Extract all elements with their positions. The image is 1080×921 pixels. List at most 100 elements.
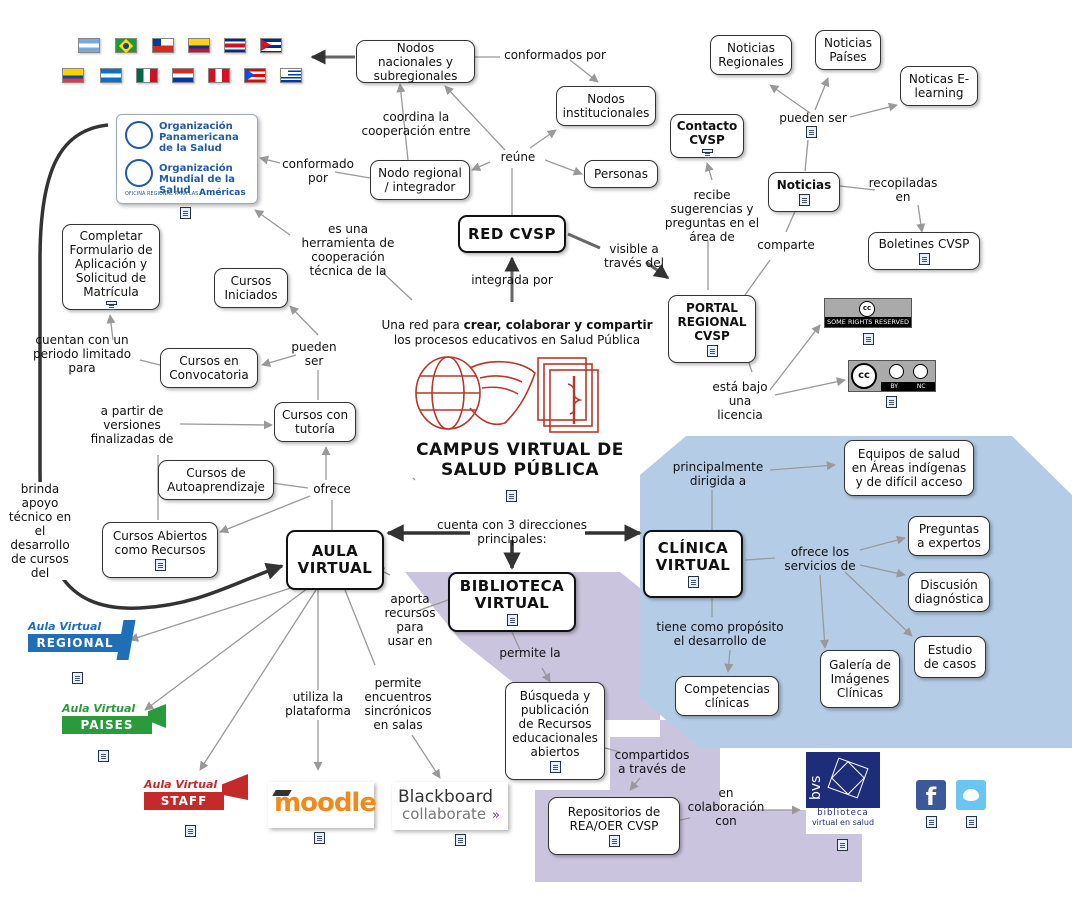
document-icon[interactable] bbox=[180, 207, 191, 219]
node-personas[interactable]: Personas bbox=[584, 160, 658, 188]
moodle-logo[interactable]: moodle bbox=[268, 782, 377, 828]
node-cursos-abiertos[interactable]: Cursos Abiertos como Recursos bbox=[102, 522, 218, 578]
label-permite-la: permite la bbox=[499, 646, 561, 660]
label-brinda: brinda apoyo técnico en el desarrollo de… bbox=[7, 482, 73, 580]
node-estudio-casos[interactable]: Estudio de casos bbox=[914, 636, 986, 678]
facebook-icon[interactable]: f bbox=[916, 780, 946, 811]
document-icon[interactable] bbox=[926, 816, 937, 828]
label-principalmente: principalmente dirigida a bbox=[672, 460, 764, 488]
aula-staff-top: Aula Virtual bbox=[144, 778, 218, 791]
document-icon[interactable] bbox=[105, 301, 117, 306]
node-biblioteca-virtual[interactable]: BIBLIOTECA VIRTUAL bbox=[448, 572, 576, 632]
document-icon[interactable] bbox=[687, 576, 699, 588]
node-portal-regional[interactable]: PORTAL REGIONAL CVSP bbox=[668, 295, 756, 363]
aula-virtual-staff-logo[interactable]: Aula Virtual STAFF bbox=[144, 774, 248, 820]
bvs-logo[interactable]: bvs biblioteca virtual en salud bbox=[806, 752, 880, 834]
document-icon[interactable] bbox=[706, 345, 718, 357]
document-icon[interactable] bbox=[701, 149, 713, 154]
node-competencias-clinicas[interactable]: Competencias clínicas bbox=[675, 676, 779, 716]
node-nodo-regional[interactable]: Nodo regional / integrador bbox=[370, 160, 470, 200]
aula-virtual-regional-logo[interactable]: Aula Virtual REGIONAL bbox=[28, 620, 136, 668]
aula-paises-bottom: PAISES bbox=[62, 716, 152, 734]
oms-globe-icon bbox=[125, 159, 153, 187]
document-icon[interactable] bbox=[886, 396, 897, 408]
document-icon[interactable] bbox=[837, 839, 848, 851]
node-discusion-diagnostica[interactable]: Discusión diagnóstica bbox=[908, 572, 990, 612]
node-noticias-elearning[interactable]: Noticas E-learning bbox=[900, 66, 978, 106]
flag-paraguay-icon bbox=[172, 68, 194, 83]
node-nodos-nacionales[interactable]: Nodos nacionales y subregionales bbox=[356, 40, 475, 83]
aula-virtual-paises-logo[interactable]: Aula Virtual PAISES bbox=[56, 700, 166, 748]
document-icon[interactable] bbox=[72, 672, 83, 684]
document-icon[interactable] bbox=[918, 253, 930, 265]
caduceus-icon bbox=[567, 383, 583, 415]
twitter-icon[interactable] bbox=[956, 780, 986, 810]
document-icon[interactable] bbox=[98, 750, 109, 762]
node-boletines-cvsp[interactable]: Boletines CVSP bbox=[868, 232, 980, 270]
document-icon[interactable] bbox=[314, 832, 325, 844]
label-cuentan: cuentan con un periodo limitado para bbox=[32, 333, 132, 375]
node-red-cvsp[interactable]: RED CVSP bbox=[458, 215, 566, 253]
node-noticias[interactable]: Noticias bbox=[768, 172, 840, 212]
document-icon[interactable] bbox=[806, 126, 817, 138]
flag-uruguay-icon bbox=[280, 68, 302, 83]
ops-name-1: Organización bbox=[159, 121, 233, 132]
document-icon[interactable] bbox=[506, 490, 517, 502]
bvs-sub2: virtual en salud bbox=[811, 818, 875, 827]
campus-virtual-logo bbox=[415, 356, 599, 433]
node-preguntas-expertos[interactable]: Preguntas a expertos bbox=[908, 516, 990, 556]
node-cursos-convocatoria[interactable]: Cursos en Convocatoria bbox=[160, 348, 258, 388]
bvs-text: bvs bbox=[808, 775, 824, 800]
bvs-sub1: biblioteca bbox=[817, 808, 869, 818]
node-galeria-imagenes[interactable]: Galería de Imágenes Clínicas bbox=[820, 650, 900, 708]
label-recibe: recibe sugerencias y preguntas en el áre… bbox=[664, 188, 760, 244]
document-icon[interactable] bbox=[798, 194, 810, 206]
node-noticias-regionales[interactable]: Noticias Regionales bbox=[710, 35, 792, 75]
cc-icon: cc bbox=[851, 363, 877, 389]
node-clinica-virtual[interactable]: CLÍNICA VIRTUAL bbox=[643, 530, 743, 598]
cc-some-rights-badge[interactable]: cc SOME RIGHTS RESERVED bbox=[824, 298, 912, 328]
flag-puerto-rico-icon bbox=[244, 68, 266, 83]
face-profile-icon bbox=[469, 360, 536, 426]
mortarboard-icon bbox=[148, 704, 166, 728]
mortarboard-icon bbox=[222, 774, 248, 800]
label-permite-encuentros: permite encuentros sincrónicos en salas bbox=[364, 676, 432, 732]
twitter-bird-icon bbox=[963, 789, 979, 801]
document-icon[interactable] bbox=[506, 614, 518, 626]
document-icon[interactable] bbox=[154, 559, 166, 571]
node-aula-virtual[interactable]: AULA VIRTUAL bbox=[286, 530, 384, 590]
node-cursos-autoaprendizaje[interactable]: Cursos de Autoaprendizaje bbox=[158, 460, 274, 500]
label-proposito: tiene como propósito el desarrollo de bbox=[656, 620, 784, 648]
document-icon[interactable] bbox=[966, 816, 977, 828]
node-repositorios[interactable]: Repositorios de REA/OER CVSP bbox=[548, 797, 680, 855]
node-contacto-cvsp[interactable]: Contacto CVSP bbox=[670, 114, 744, 158]
node-noticias-paises[interactable]: Noticias Países bbox=[815, 30, 881, 70]
node-cursos-iniciados[interactable]: Cursos Iniciados bbox=[214, 268, 288, 308]
document-icon[interactable] bbox=[455, 834, 466, 846]
node-equipos-salud[interactable]: Equipos de salud en Áreas indígenas y de… bbox=[844, 440, 974, 496]
label-conformado-por: conformado por bbox=[282, 157, 354, 185]
label-aporta: aporta recursos para usar en bbox=[384, 592, 436, 648]
ops-globe-icon bbox=[125, 121, 153, 149]
node-nodos-institucionales[interactable]: Nodos institucionales bbox=[556, 86, 656, 126]
label-colaboracion: en colaboración con bbox=[687, 786, 765, 828]
node-cursos-tutoria[interactable]: Cursos con tutoría bbox=[274, 402, 356, 442]
flag-cuba-icon bbox=[260, 38, 282, 53]
node-completar-formulario[interactable]: Completar Formulario de Aplicación y Sol… bbox=[62, 224, 160, 310]
blackboard-line1: Blackboard bbox=[398, 787, 494, 807]
aula-regional-bottom: REGIONAL bbox=[28, 634, 122, 652]
blackboard-collaborate-logo[interactable]: Blackboard collaborate » bbox=[392, 782, 508, 830]
flag-chile-icon bbox=[152, 38, 174, 53]
label-integrada-por: integrada por bbox=[471, 273, 553, 287]
label-pueden-ser-noticias: pueden ser bbox=[779, 111, 847, 125]
document-icon[interactable] bbox=[608, 835, 620, 847]
node-busqueda-publicacion[interactable]: Búsqueda y publicación de Recursos educa… bbox=[505, 682, 605, 780]
aula-staff-bottom: STAFF bbox=[144, 792, 224, 810]
document-icon[interactable] bbox=[863, 333, 874, 345]
document-icon[interactable] bbox=[549, 761, 561, 773]
label-herramienta: es una herramienta de cooperación técnic… bbox=[301, 222, 395, 278]
label-visible: visible a través del bbox=[604, 242, 664, 270]
document-icon[interactable] bbox=[185, 825, 196, 837]
oms-name-1: Organización bbox=[159, 163, 233, 174]
